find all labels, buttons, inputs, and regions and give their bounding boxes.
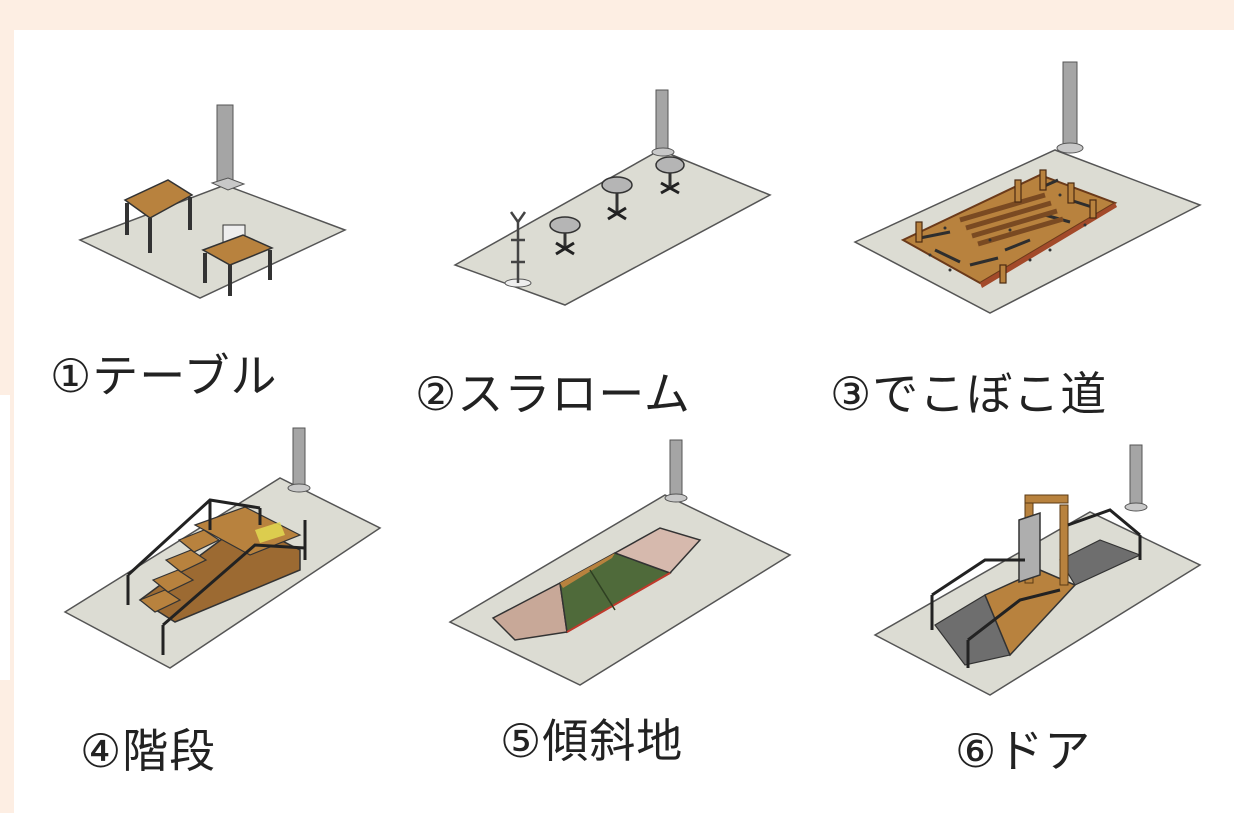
station-label-slope: ⑤傾斜地 bbox=[500, 714, 684, 768]
station-label-table: ①テーブル bbox=[50, 349, 278, 403]
station-label-door: ⑥ドア bbox=[955, 724, 1092, 778]
table-scene-illustration bbox=[78, 104, 347, 299]
station-label-slalom: ②スラローム bbox=[415, 367, 691, 421]
slalom-scene-illustration bbox=[453, 89, 772, 306]
door-scene-illustration bbox=[873, 444, 1202, 696]
panel-notch bbox=[0, 395, 10, 680]
slope-scene-illustration bbox=[448, 439, 792, 686]
bumpy-road-scene-illustration bbox=[853, 61, 1202, 314]
station-label-bumpy-road: ③でこぼこ道 bbox=[830, 367, 1108, 421]
stairs-scene-illustration bbox=[63, 427, 382, 669]
station-label-stairs: ④階段 bbox=[80, 724, 217, 778]
